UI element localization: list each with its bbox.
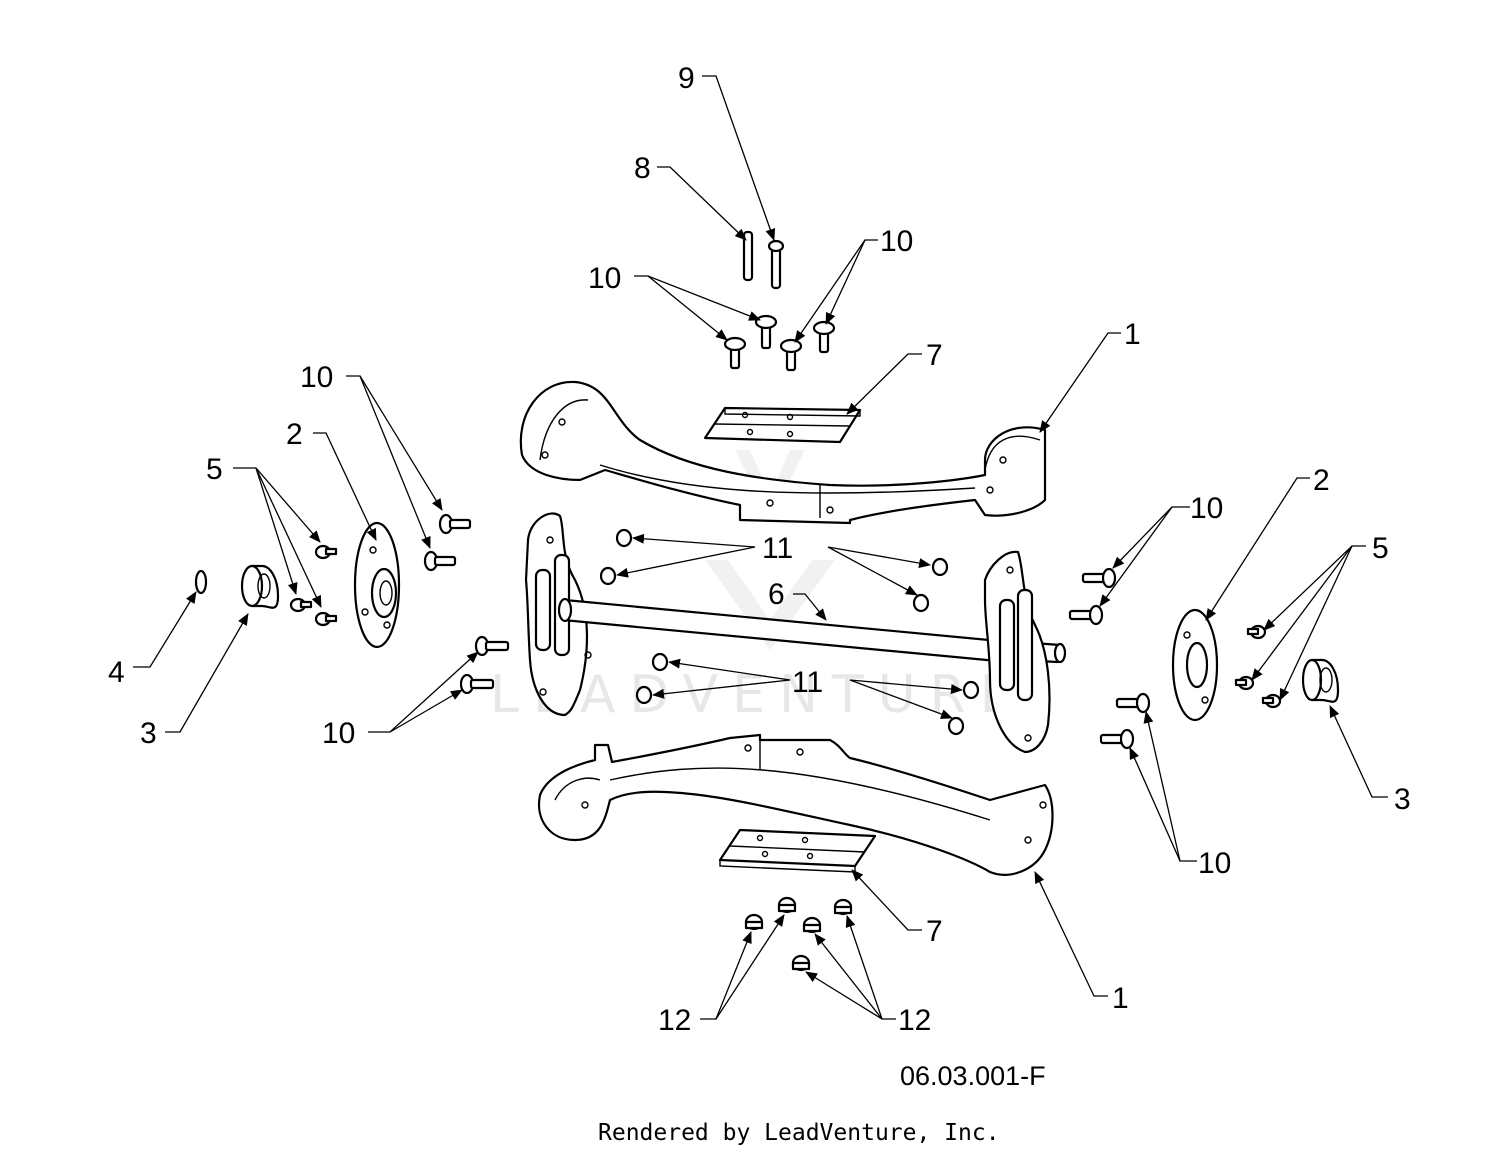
screws-left-5	[289, 544, 338, 627]
callout-5-right: 5	[1372, 532, 1389, 565]
callout-10-right-lower: 10	[1198, 847, 1231, 880]
callout-5-left: 5	[206, 453, 223, 486]
bracket-lower	[718, 828, 877, 873]
bracket-upper	[703, 406, 862, 444]
callout-1-bottom: 1	[1112, 982, 1129, 1015]
callout-9: 9	[678, 62, 695, 95]
carriage-bolts-top	[723, 314, 836, 372]
watermark-logo	[705, 450, 835, 650]
callout-10-top-left: 10	[588, 262, 621, 295]
callout-11-upper: 11	[762, 532, 793, 565]
callout-4: 4	[108, 656, 125, 689]
callout-12-right: 12	[898, 1004, 931, 1037]
callout-11-lower: 11	[792, 666, 823, 699]
hex-nuts-11	[599, 528, 980, 736]
carriage-bolts-left	[423, 513, 510, 695]
callout-12-left: 12	[658, 1004, 691, 1037]
carriage-bolts-right	[1068, 567, 1151, 750]
bearing-left	[240, 564, 280, 609]
nuts-12	[744, 896, 853, 972]
diagram-code: 06.03.001-F	[900, 1061, 1046, 1091]
leader-lines	[133, 75, 1388, 1020]
callout-2-left: 2	[286, 418, 303, 451]
callout-10-top-right: 10	[880, 225, 913, 258]
callout-7-bottom: 7	[926, 915, 943, 948]
side-plate-upper	[519, 380, 1047, 525]
bearing-flange-left	[353, 521, 401, 649]
render-credit: Rendered by LeadVenture, Inc.	[598, 1120, 1000, 1146]
callout-10-right-upper: 10	[1190, 492, 1223, 525]
callout-3-left: 3	[140, 717, 157, 750]
screws-right-5	[1234, 624, 1282, 709]
callout-2-right: 2	[1313, 464, 1330, 497]
callout-10-left-upper: 10	[300, 361, 333, 394]
axle-plate-right	[983, 550, 1051, 754]
pin-8	[742, 230, 754, 282]
clip-4	[194, 569, 208, 595]
callout-8: 8	[634, 152, 651, 185]
bolt-9	[767, 239, 785, 290]
callout-7-top: 7	[926, 339, 943, 372]
callout-10-left-lower: 10	[322, 717, 355, 750]
callout-6: 6	[768, 578, 785, 611]
axle-plate-left	[524, 512, 592, 717]
callout-1-top: 1	[1124, 318, 1141, 351]
callout-3-right: 3	[1394, 783, 1411, 816]
side-plate-lower	[537, 733, 1054, 876]
bearing-flange-right	[1171, 608, 1219, 722]
bearing-right	[1301, 658, 1340, 703]
